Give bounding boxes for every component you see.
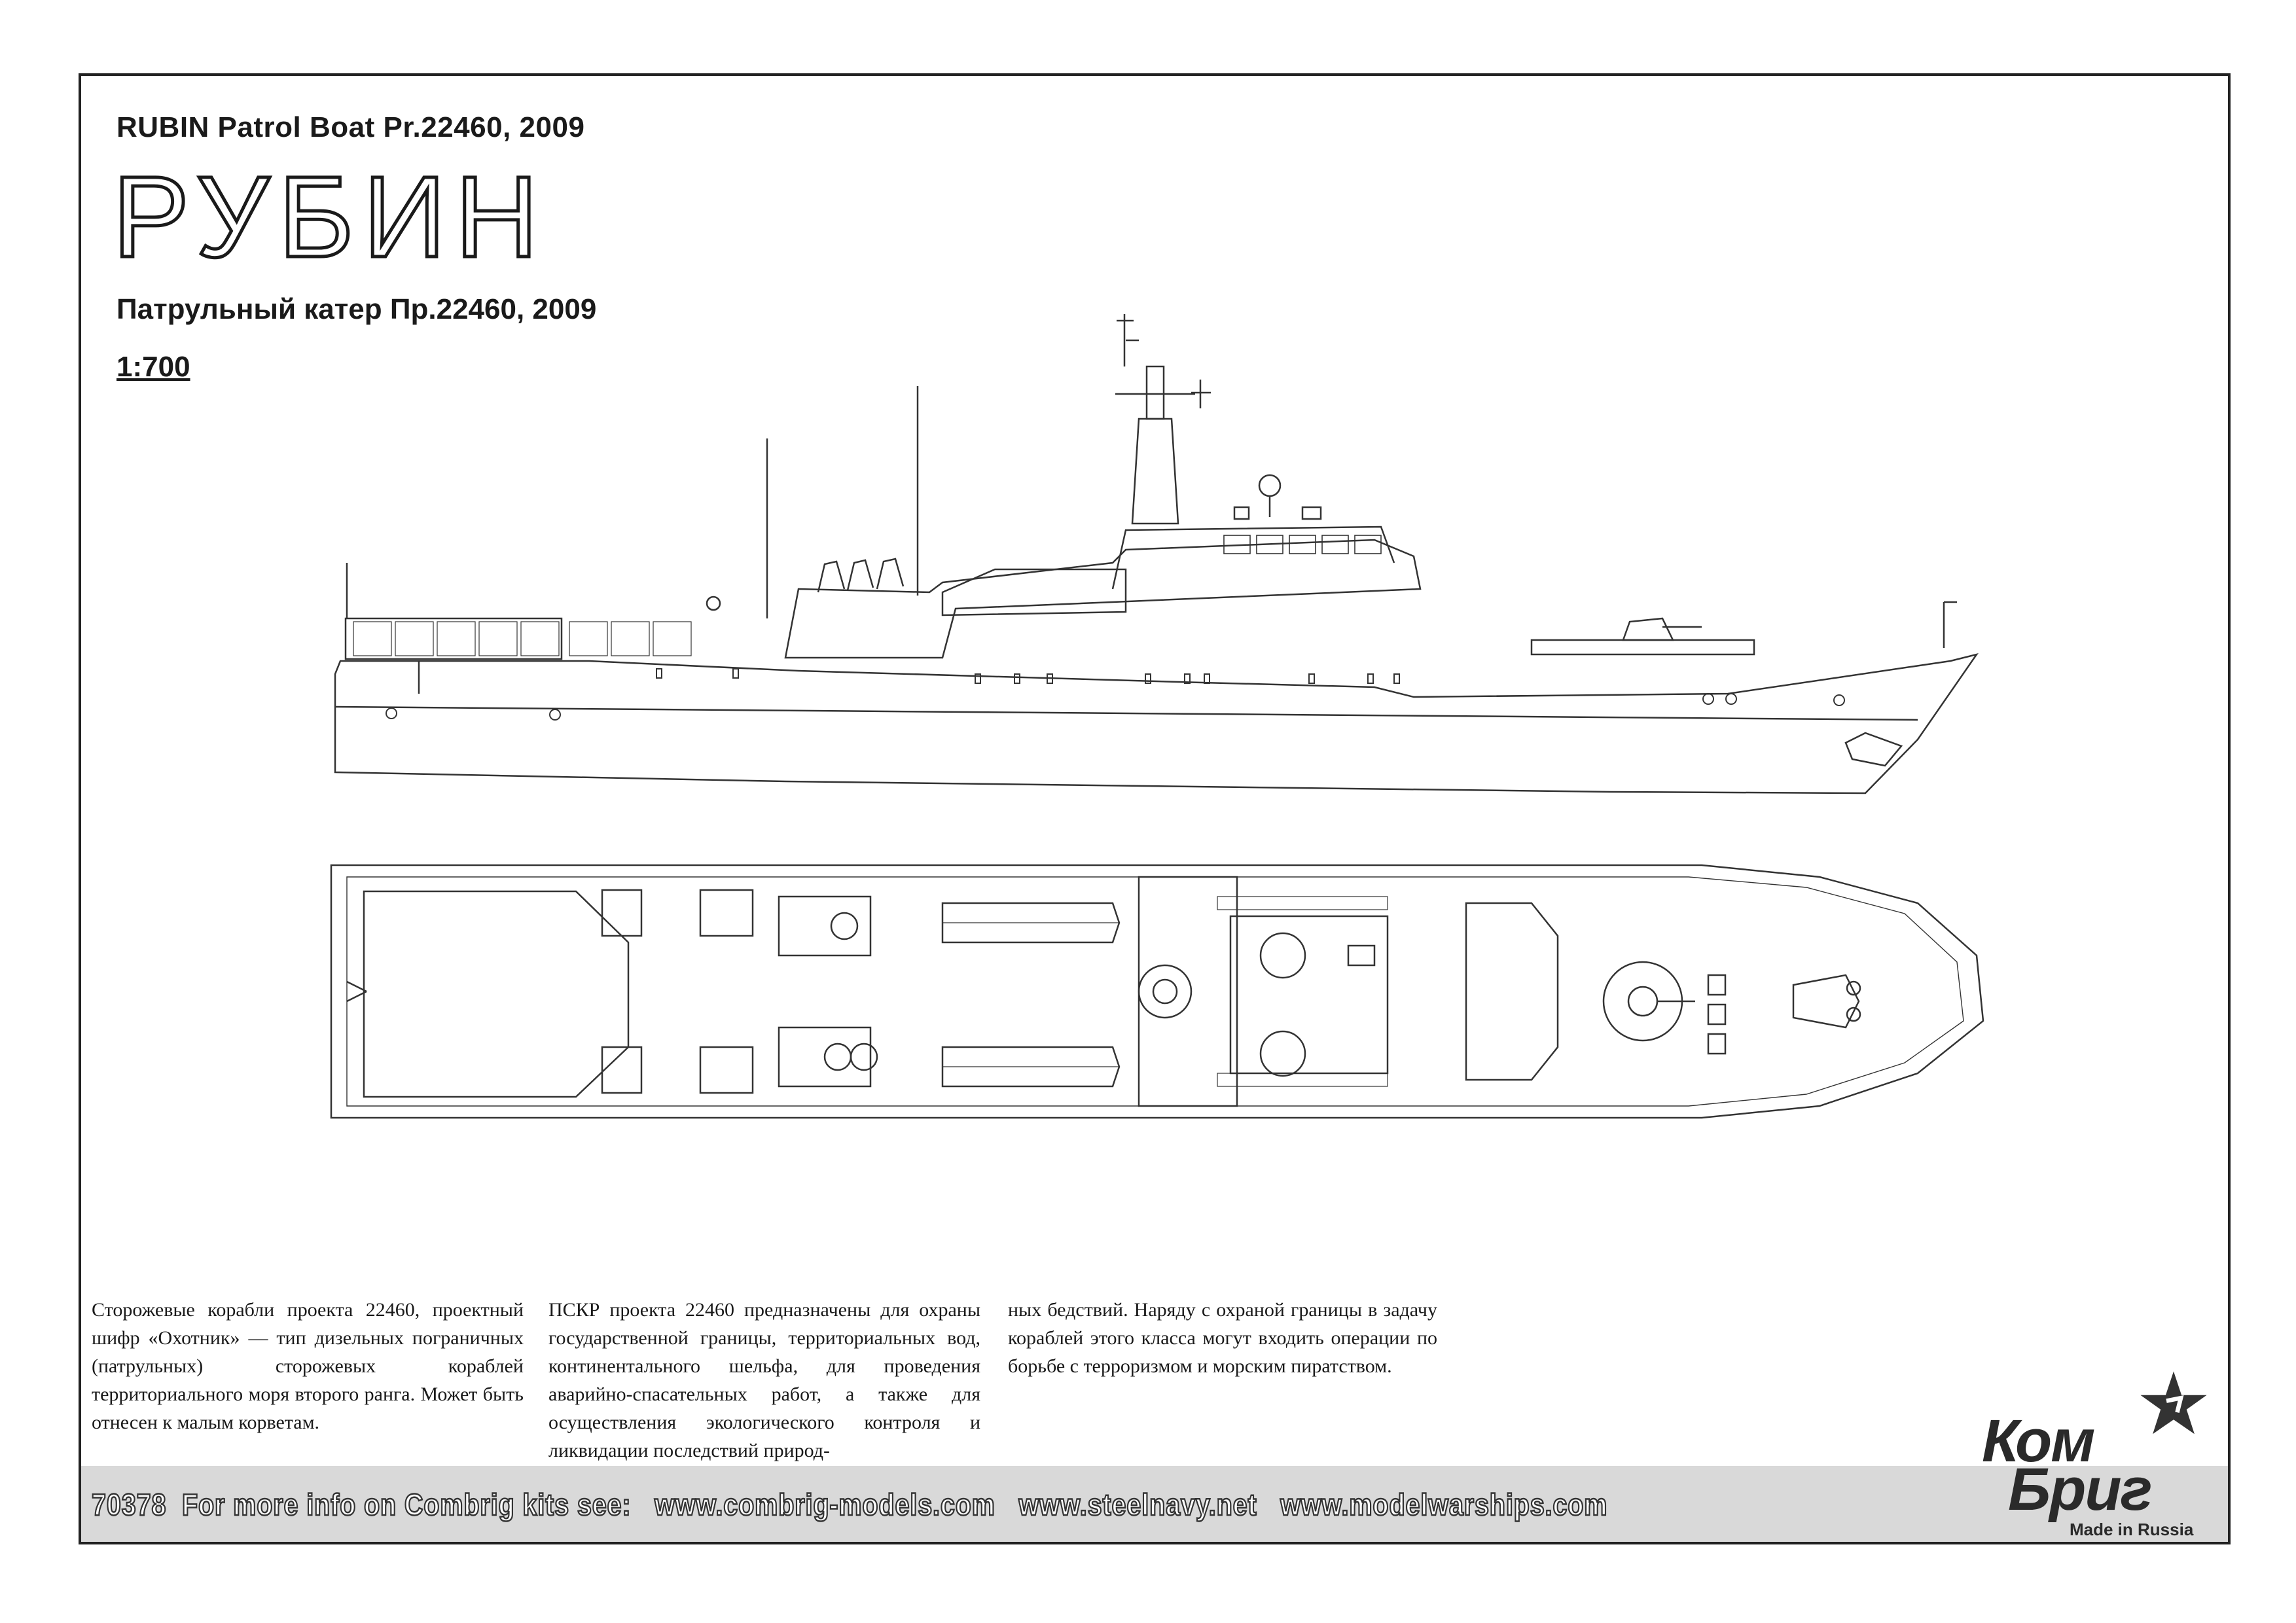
page-frame — [79, 73, 2231, 1544]
helideck — [363, 890, 630, 1098]
description-column-1: Сторожевые корабли проекта 22460, проект… — [92, 1299, 524, 1433]
side-profile-view — [334, 314, 1979, 794]
russian-subtitle: Патрульный катер Пр.22460, 2009 — [117, 293, 597, 325]
superstructure — [784, 539, 1422, 659]
gun-turret — [1622, 617, 1674, 641]
top-plan-view — [330, 864, 1984, 1119]
combrig-logo: Ком Бриг Made in Russia — [1970, 1368, 2225, 1539]
logo-text-line2: Бриг — [2008, 1456, 2153, 1523]
hull-profile — [334, 652, 1979, 794]
description-column-2: ПСКР проекта 22460 предназначены для охр… — [548, 1299, 980, 1461]
main-mast — [1131, 418, 1179, 525]
made-in-russia-label: Made in Russia — [2070, 1520, 2194, 1539]
footer-links-text: 70378 For more info on Combrig kits see:… — [91, 1487, 1608, 1523]
scale-label: 1:700 — [117, 351, 190, 383]
english-subtitle: RUBIN Patrol Boat Pr.22460, 2009 — [117, 111, 585, 143]
description-column-3: ных бедствий. Наряду с охраной границы в… — [1008, 1299, 1437, 1377]
deck-outline — [330, 864, 1984, 1119]
page-title: РУБИН — [111, 153, 548, 281]
footer-bar — [81, 1466, 2228, 1542]
star-icon — [2140, 1371, 2207, 1435]
logo-text-line1: Ком — [1982, 1408, 2095, 1474]
